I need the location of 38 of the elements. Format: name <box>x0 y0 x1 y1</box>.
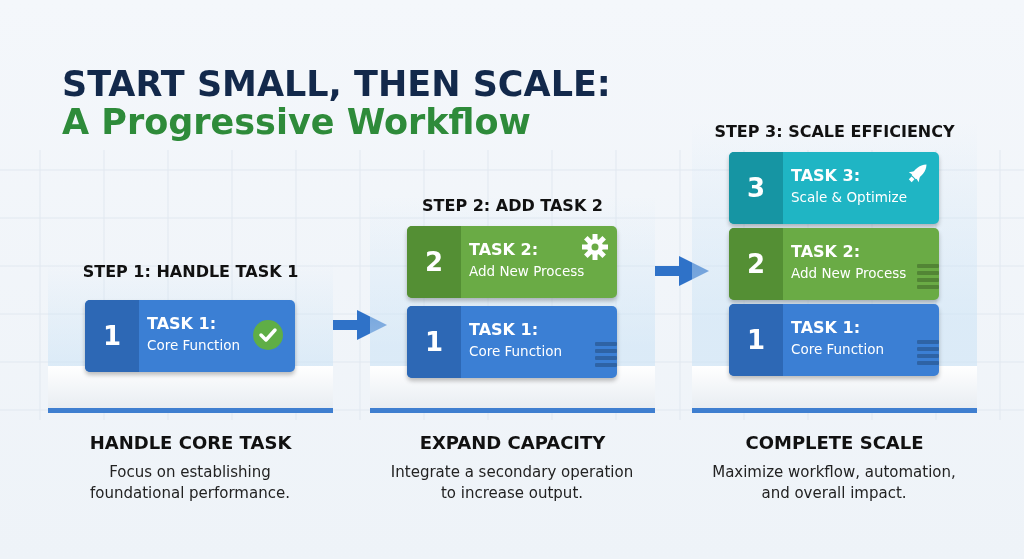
step-description: Maximize workflow, automation, and overall impact. <box>711 462 957 504</box>
step-number: 1 <box>745 324 767 356</box>
step-description: Integrate a secondary operation to increase output. <box>389 462 635 504</box>
task-block <box>85 300 295 372</box>
task-title: TASK 2: <box>469 240 539 259</box>
step-number: 2 <box>745 248 767 280</box>
task-block <box>729 152 939 224</box>
task-subtitle: Add New Process <box>469 263 585 279</box>
step-number: 3 <box>745 172 767 204</box>
step-heading: STEP 3: SCALE EFFICIENCY <box>713 122 956 141</box>
step-title: HANDLE CORE TASK <box>88 432 293 453</box>
task-block <box>407 306 617 378</box>
step-number: 1 <box>101 320 123 352</box>
task-block <box>729 304 939 376</box>
step-column <box>370 196 655 413</box>
task-title: TASK 1: <box>791 318 861 337</box>
task-block <box>729 228 939 300</box>
task-title: TASK 2: <box>791 242 861 261</box>
step-number: 1 <box>423 326 445 358</box>
step-column <box>48 262 333 413</box>
title: START SMALL, THEN SCALE: <box>62 64 611 104</box>
step-description: Focus on establishing foundational performance. <box>89 462 291 504</box>
step-heading: STEP 1: HANDLE TASK 1 <box>81 262 300 281</box>
task-title: TASK 3: <box>791 166 861 185</box>
task-title: TASK 1: <box>147 314 217 333</box>
task-subtitle: Core Function <box>791 341 884 357</box>
task-block <box>407 226 617 298</box>
task-subtitle: Scale & Optimize <box>791 189 907 205</box>
task-title: TASK 1: <box>469 320 539 339</box>
task-subtitle: Add New Process <box>791 265 907 281</box>
subtitle: A Progressive Workflow <box>62 102 531 142</box>
step-number: 2 <box>423 246 445 278</box>
step-heading: STEP 2: ADD TASK 2 <box>421 196 604 215</box>
step-title: COMPLETE SCALE <box>744 432 925 453</box>
step-column <box>692 122 977 413</box>
step-title: EXPAND CAPACITY <box>418 432 607 453</box>
task-subtitle: Core Function <box>469 343 562 359</box>
task-subtitle: Core Function <box>147 337 240 353</box>
